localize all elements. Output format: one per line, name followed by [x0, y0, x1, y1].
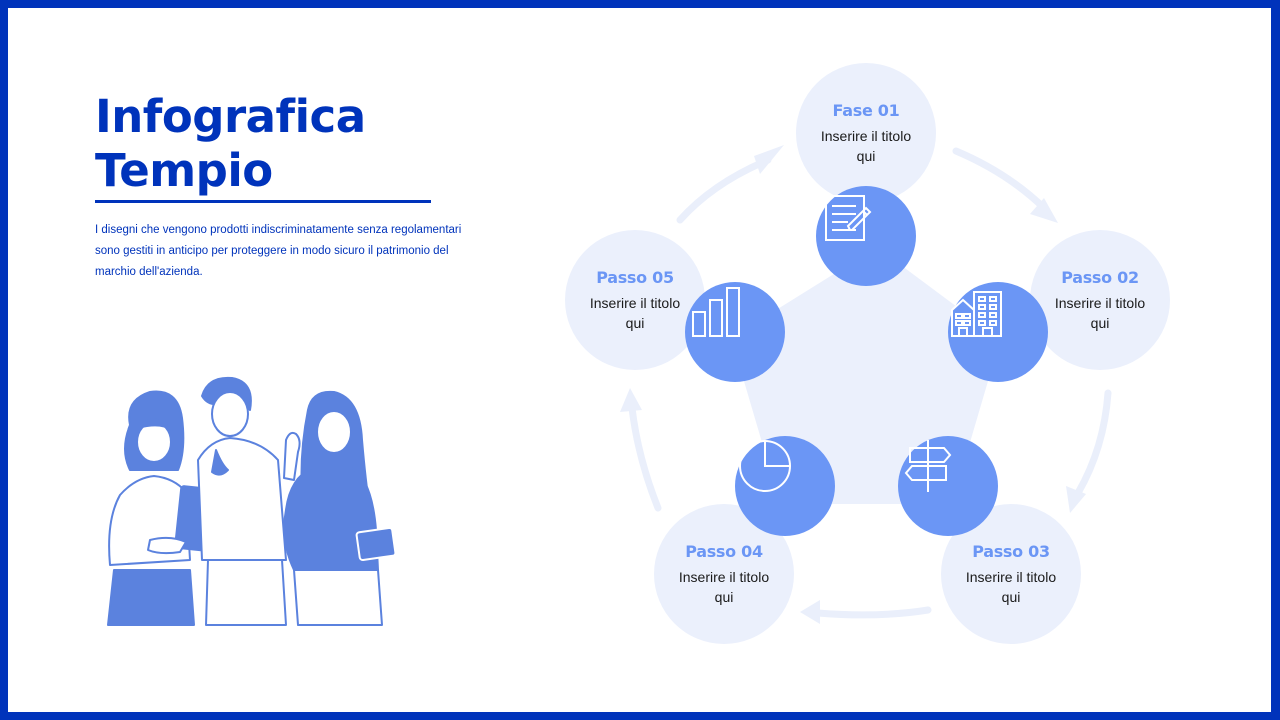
bar-chart-icon: [692, 287, 740, 337]
arrow-head-icon: [800, 600, 820, 624]
step-title: Passo 04: [685, 541, 763, 561]
step-subtitle: Inserire il titolo qui: [589, 294, 681, 331]
title-line-1: Infografica: [95, 90, 366, 143]
step-title: Passo 03: [972, 541, 1050, 561]
arrow-1-to-2: [952, 147, 1048, 212]
step-fase-01[interactable]: Fase 01 Inserire il titolo qui: [796, 63, 936, 203]
team-illustration: [90, 370, 410, 630]
description-text: I disegni che vengono prodotti indiscrim…: [95, 224, 462, 278]
arrow-head-icon: [1030, 198, 1058, 223]
step-title: Passo 02: [1061, 267, 1139, 287]
arrow-3-to-4: [814, 606, 932, 619]
step-subtitle: Inserire il titolo qui: [678, 568, 770, 605]
step-passo-02[interactable]: Passo 02 Inserire il titolo qui: [1030, 230, 1170, 370]
signpost-icon: [904, 440, 952, 492]
arrow-2-to-3: [1074, 389, 1112, 497]
icon-circle-step-2[interactable]: [948, 282, 1048, 382]
icon-circle-step-5[interactable]: [685, 282, 785, 382]
slide: Infografica Tempio I disegni che vengono…: [8, 8, 1271, 712]
arrow-head-icon: [1066, 486, 1086, 513]
title-underline: [95, 200, 431, 203]
step-subtitle: Inserire il titolo qui: [1054, 294, 1146, 331]
arrow-4-to-5: [628, 404, 662, 512]
step-passo-05[interactable]: Passo 05 Inserire il titolo qui: [565, 230, 705, 370]
arrow-head-icon: [620, 388, 642, 412]
title-line-2: Tempio: [95, 144, 273, 197]
document-edit-icon: [825, 195, 872, 241]
arrow-head-icon: [754, 145, 784, 174]
step-subtitle: Inserire il titolo qui: [820, 127, 912, 164]
step-title: Passo 05: [596, 267, 674, 287]
buildings-icon: [951, 291, 1002, 337]
icon-circle-step-1[interactable]: [816, 186, 916, 286]
arrow-5-to-1: [676, 156, 772, 224]
icon-circle-step-4[interactable]: [735, 436, 835, 536]
step-title: Fase 01: [832, 100, 900, 120]
icon-circle-step-3[interactable]: [898, 436, 998, 536]
pie-chart-icon: [739, 440, 791, 492]
step-subtitle: Inserire il titolo qui: [965, 568, 1057, 605]
people-illustration-icon: [107, 376, 397, 626]
page-title: Infografica Tempio: [95, 90, 366, 198]
